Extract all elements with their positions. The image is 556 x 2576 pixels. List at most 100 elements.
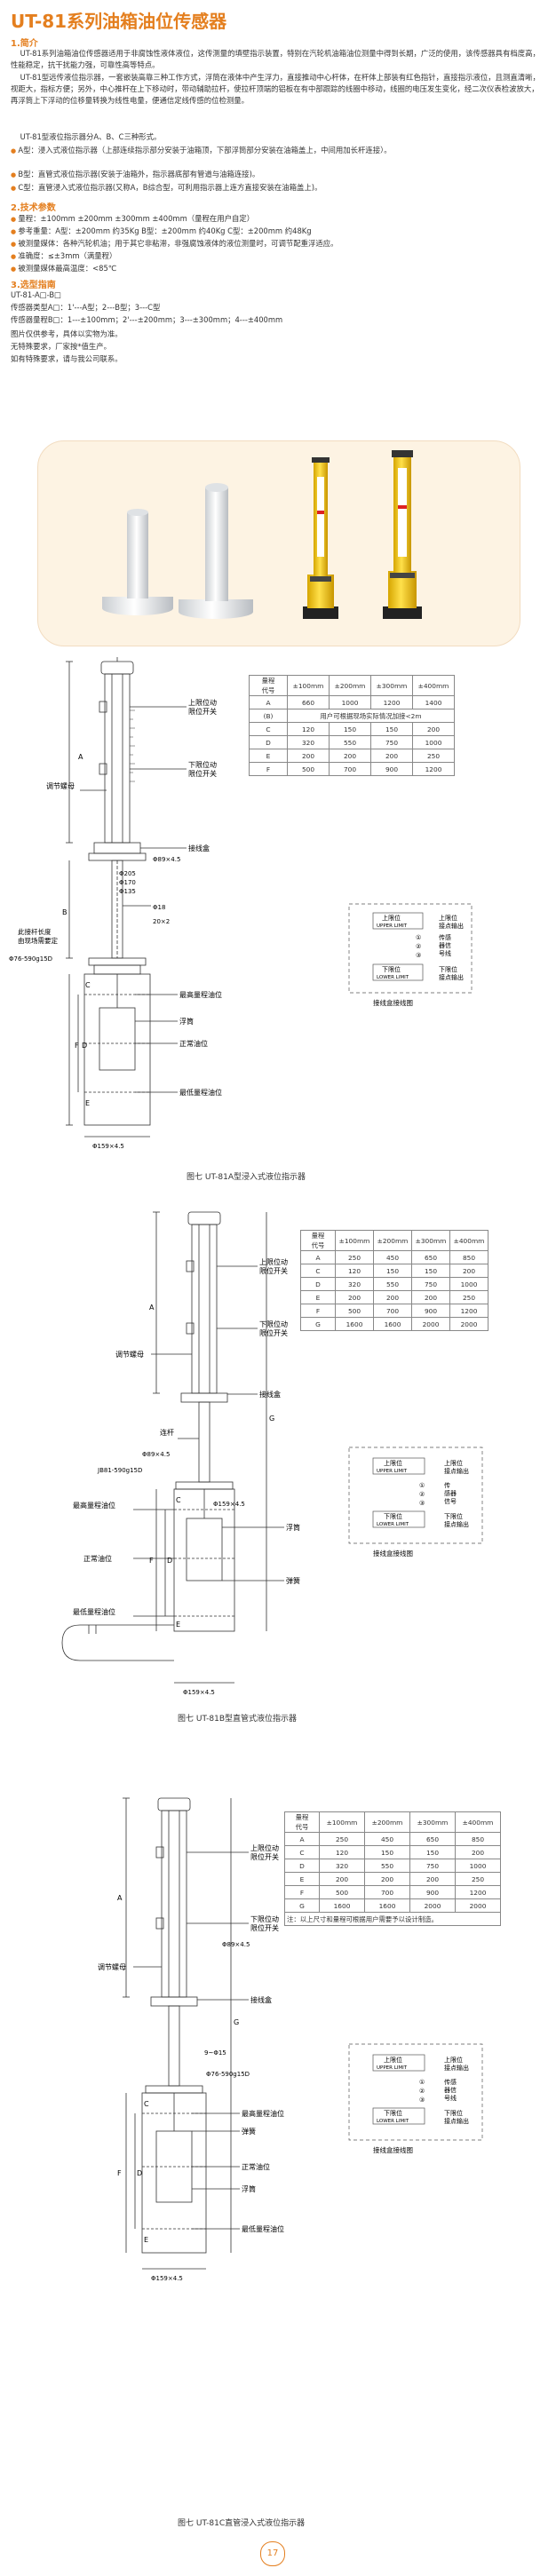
product-photo-panel	[37, 440, 520, 646]
label-float: 浮筒	[179, 1017, 194, 1026]
order-type-code: 传感器类型A□：1'---A型；2---B型；3---C型	[11, 303, 161, 312]
svg-text:调节螺母: 调节螺母	[115, 1350, 144, 1359]
tech-accuracy: 准确度：≤±3mm（满量程）	[11, 250, 545, 263]
svg-text:G: G	[234, 2018, 239, 2026]
svg-text:接线盒接线图: 接线盒接线图	[373, 998, 413, 1007]
dim-205: Φ205	[119, 870, 136, 877]
dim-letter-c: C	[85, 981, 91, 989]
svg-text:②: ②	[416, 943, 421, 950]
order-note-2: 无特殊要求，厂家按*值生产。	[11, 342, 112, 351]
svg-text:上限位: 上限位	[444, 2056, 463, 2064]
diagram-ut81c: A F D C E G 上限位动 限位开关 下限位动 限位开关 调节螺母 Φ89…	[98, 1797, 483, 2282]
svg-text:接点输出: 接点输出	[444, 2064, 469, 2072]
svg-text:②: ②	[419, 2088, 425, 2095]
type-c-text: C型：直管浸入式液位指示器(又称A，B综合型，可利用指示器上连方直接安装在油箱盖…	[11, 182, 545, 194]
order-heading: 3.选型指南	[11, 281, 56, 290]
svg-text:下限位: 下限位	[384, 1512, 402, 1520]
svg-text:最低量程油位: 最低量程油位	[73, 1607, 115, 1616]
svg-text:感器: 感器	[444, 1489, 457, 1497]
type-b-text: B型：直管式液位指示器(安装于油箱外，指示器底部有管道与油箱连接)。	[11, 169, 545, 181]
dim-letter-b: B	[62, 908, 68, 916]
label-nut: 调节螺母	[46, 781, 75, 790]
svg-text:③: ③	[416, 952, 421, 959]
type-a-text: A型：浸入式液位指示器（上部连续指示部分安装于油箱顶，下部浮筒部分安装在油箱盖上…	[11, 145, 545, 157]
dim-letter-f: F	[75, 1042, 79, 1050]
svg-text:上限位: 上限位	[444, 1459, 463, 1467]
svg-text:传感: 传感	[439, 933, 451, 941]
svg-text:最低量程油位: 最低量程油位	[242, 2224, 284, 2233]
svg-text:接线盒接线图: 接线盒接线图	[373, 1549, 413, 1557]
order-note-3: 如有特殊要求，请与我公司联系。	[11, 354, 123, 363]
intro-paragraph-2: UT-81型远传液位指示器，一套嵌装高靠三种工作方式，浮筒在液体中产生浮力，直接…	[11, 73, 540, 105]
svg-text:③: ③	[419, 1500, 425, 1507]
svg-text:JB81-590g15D: JB81-590g15D	[97, 1467, 142, 1474]
svg-text:下限位: 下限位	[382, 965, 401, 973]
svg-text:弹簧: 弹簧	[286, 1576, 300, 1585]
dim-135: Φ135	[119, 888, 136, 895]
svg-text:F: F	[117, 2169, 122, 2177]
svg-text:浮筒: 浮筒	[242, 2184, 256, 2193]
label-rod-length-2: 由现场需要定	[18, 936, 58, 945]
svg-text:UPPER LIMIT: UPPER LIMIT	[377, 1469, 408, 1474]
caption-ut81a: 图七 UT-81A型浸入式液位指示器	[187, 1173, 306, 1182]
svg-text:接点输出: 接点输出	[439, 922, 464, 930]
label-junction: 接线盒	[188, 844, 210, 852]
svg-text:接线盒: 接线盒	[250, 1995, 272, 2004]
tech-temperature: 被测量媒体最高温度：<85℃	[11, 263, 545, 275]
page-number: 17	[260, 2541, 285, 2566]
svg-text:弹簧: 弹簧	[242, 2127, 256, 2136]
label-upper-switch: 上限位动	[188, 698, 217, 707]
svg-text:Φ159×4.5: Φ159×4.5	[151, 2275, 183, 2282]
svg-text:①: ①	[419, 1482, 425, 1489]
dim-letter-e: E	[85, 1099, 90, 1107]
diagram-ut81b: A F D C E G 上限位动 限位开关 下限位动 限位开关 调节螺母 接线盒…	[61, 1211, 483, 1696]
svg-text:下限位动: 下限位动	[250, 1914, 279, 1923]
svg-text:号线: 号线	[439, 949, 451, 957]
tech-weight: 参考重量：A型：±200mm 约35Kg B型：±200mm 约40Kg C型：…	[11, 226, 545, 238]
svg-text:接线盒: 接线盒	[259, 1390, 281, 1399]
svg-text:下限位: 下限位	[439, 965, 457, 973]
svg-text:上限位: 上限位	[384, 1459, 402, 1467]
wiring-diagram-c: 上限位 UPPER LIMIT 下限位 LOWER LIMIT ① ② ③ 上限…	[348, 2043, 483, 2154]
svg-text:Φ89×4.5: Φ89×4.5	[142, 1451, 170, 1458]
wiring-diagram-a: 上限位 UPPER LIMIT 下限位 LOWER LIMIT ① ② ③ 上限…	[348, 903, 473, 1007]
svg-text:②: ②	[419, 1491, 425, 1498]
svg-text:下限位: 下限位	[444, 1512, 463, 1520]
svg-text:接点输出: 接点输出	[444, 1467, 469, 1475]
svg-text:D: D	[167, 1557, 172, 1565]
svg-text:接点输出: 接点输出	[444, 1520, 469, 1528]
order-range-code: 传感器量程B□：1---±100mm；2'---±200mm；3---±300m…	[11, 315, 283, 324]
svg-text:UPPER LIMIT: UPPER LIMIT	[377, 923, 408, 929]
dim-letter-d: D	[82, 1042, 87, 1050]
svg-text:C: C	[176, 1496, 181, 1504]
svg-text:浮筒: 浮筒	[286, 1523, 300, 1532]
svg-text:信号: 信号	[444, 1497, 457, 1505]
svg-text:Φ159×4.5: Φ159×4.5	[213, 1501, 245, 1508]
svg-text:限位开关: 限位开关	[250, 1923, 279, 1932]
dim-tube: Φ159×4.5	[92, 1143, 124, 1150]
svg-text:传: 传	[444, 1481, 450, 1489]
svg-text:A: A	[149, 1304, 155, 1312]
svg-text:F: F	[149, 1557, 154, 1565]
svg-text:LOWER LIMIT: LOWER LIMIT	[377, 1522, 409, 1527]
tech-range: 量程：±100mm ±200mm ±300mm ±400mm（量程在用户自定）	[11, 213, 545, 226]
dim-20x2: 20×2	[153, 918, 170, 925]
svg-text:上限位动: 上限位动	[250, 1843, 279, 1852]
product-photo-illustration	[102, 450, 422, 619]
svg-text:①: ①	[419, 2079, 425, 2086]
svg-text:C: C	[144, 2100, 149, 2108]
svg-text:A: A	[117, 1894, 123, 1902]
page-title: UT-81系列油箱油位传感器	[11, 11, 227, 32]
diagram-ut81a: A B F D C E 上限位动 限位开关 下限位动 限位开关 调节螺母 接线盒…	[9, 657, 473, 1150]
svg-text:③: ③	[419, 2096, 425, 2104]
yellow-sensor-right	[383, 450, 422, 619]
svg-text:Φ89×4.5: Φ89×4.5	[222, 1941, 250, 1948]
svg-text:上限位: 上限位	[382, 914, 401, 922]
caption-ut81c: 图七 UT-81C直管浸入式液位指示器	[178, 2519, 306, 2528]
label-lower-switch: 下限位动	[188, 760, 217, 769]
svg-text:正常油位: 正常油位	[83, 1554, 112, 1563]
wiring-diagram-b: 上限位 UPPER LIMIT 下限位 LOWER LIMIT ① ② ③ 上限…	[348, 1447, 483, 1557]
